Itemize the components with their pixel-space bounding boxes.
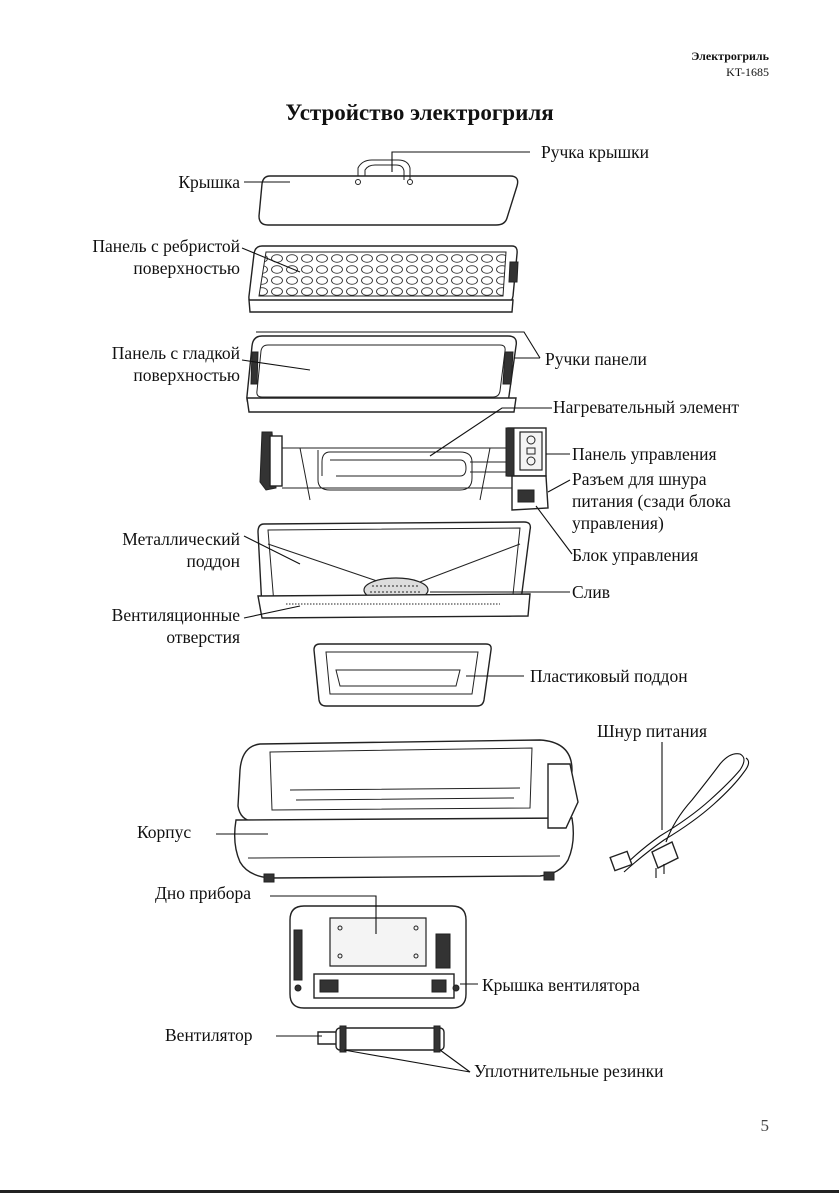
leader-lines (216, 151, 663, 1073)
label-cord-socket: Разъем для шнура питания (сзади блока уп… (572, 469, 731, 533)
label-metal-tray: Металлический поддон (122, 529, 240, 571)
label-seals: Уплотнительные резинки (474, 1061, 664, 1081)
bottom-view-part (289, 905, 467, 1009)
label-bottom: Дно прибора (155, 883, 252, 903)
label-plastic-tray: Пластиковый поддон (530, 666, 688, 686)
page-title: Устройство электрогриля (285, 100, 554, 125)
label-vent-holes: Вентиляционные отверстия (111, 605, 240, 647)
body-part (233, 739, 579, 883)
label-lid-handle: Ручка крышки (541, 142, 650, 162)
label-control-panel: Панель управления (572, 444, 717, 464)
label-lid: Крышка (178, 172, 240, 192)
metal-tray-part (257, 521, 532, 619)
label-fan: Вентилятор (165, 1025, 253, 1045)
fan-part (317, 1025, 445, 1053)
label-power-cord: Шнур питания (597, 721, 708, 741)
label-control-unit: Блок управления (572, 545, 699, 565)
label-ribbed-panel: Панель с ребристой поверхностью (92, 236, 240, 278)
label-smooth-panel: Панель с гладкой поверхностью (111, 343, 240, 385)
label-fan-cover: Крышка вентилятора (482, 975, 640, 995)
header-product: Электрогриль (691, 49, 769, 63)
label-body: Корпус (137, 822, 192, 842)
heating-element-part (259, 427, 549, 511)
label-panel-handles: Ручки панели (545, 349, 647, 369)
page-number: 5 (760, 1116, 770, 1135)
header-model: KT-1685 (726, 65, 769, 79)
bottom-rule (0, 1190, 839, 1193)
label-drain: Слив (572, 582, 611, 602)
smooth-panel-part (246, 335, 518, 413)
label-heating-element: Нагревательный элемент (553, 397, 739, 417)
power-cord-part (609, 753, 750, 878)
lid-part (258, 159, 519, 226)
plastic-tray-part (313, 643, 492, 707)
ribbed-panel-part (248, 245, 519, 313)
